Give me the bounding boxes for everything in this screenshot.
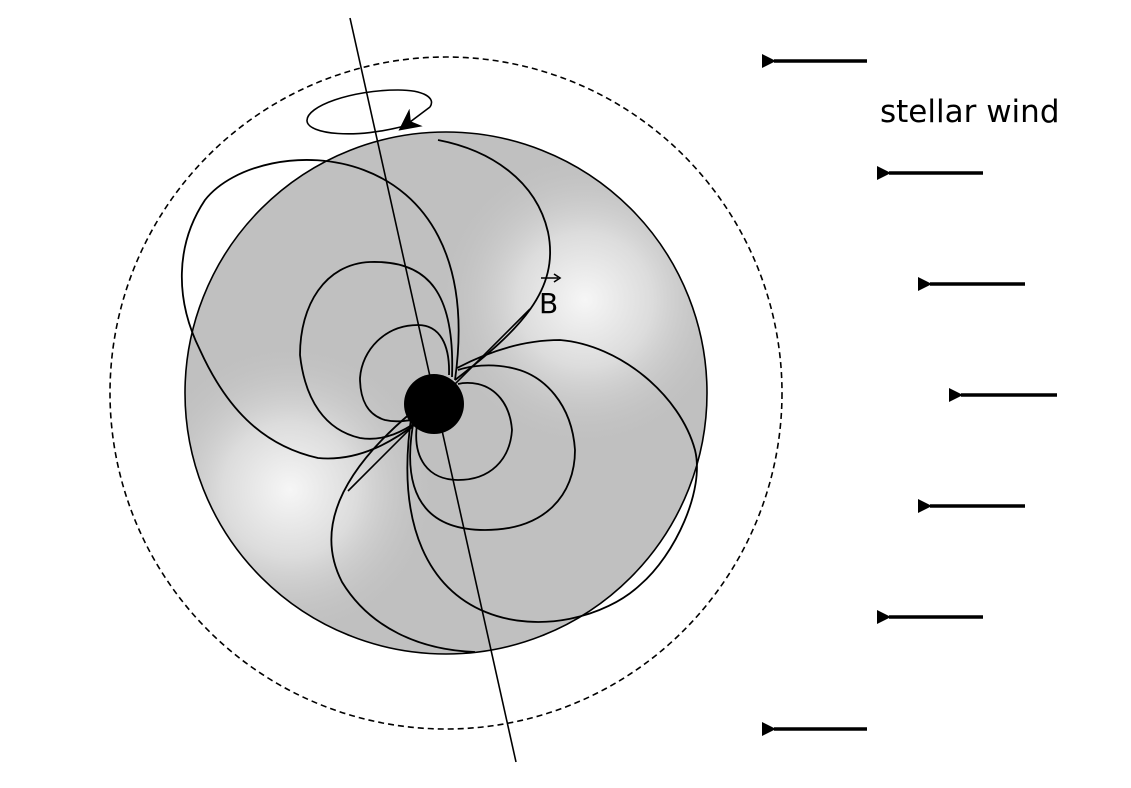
light-cylinder-circle xyxy=(109,56,783,730)
field-line xyxy=(409,364,576,531)
rotation-arrow-icon xyxy=(398,106,431,131)
field-line xyxy=(437,139,551,381)
stellar-wind-label: stellar wind xyxy=(880,94,1060,130)
field-vector-text: B xyxy=(539,287,558,320)
magnetic-field-lines xyxy=(180,139,698,653)
field-line xyxy=(406,339,698,623)
rotation-ellipse xyxy=(306,89,433,135)
field-line xyxy=(415,381,513,481)
field-line xyxy=(330,411,476,653)
field-vector-label: B xyxy=(539,273,562,320)
field-line xyxy=(299,261,454,440)
magnetosphere-outline xyxy=(184,131,708,655)
field-line xyxy=(180,159,460,460)
neutron-star xyxy=(404,374,464,434)
rotation-indicator xyxy=(306,89,433,135)
vector-arrow-head xyxy=(553,273,562,283)
field-line xyxy=(359,324,450,423)
stellar-wind-arrows xyxy=(762,54,1057,736)
